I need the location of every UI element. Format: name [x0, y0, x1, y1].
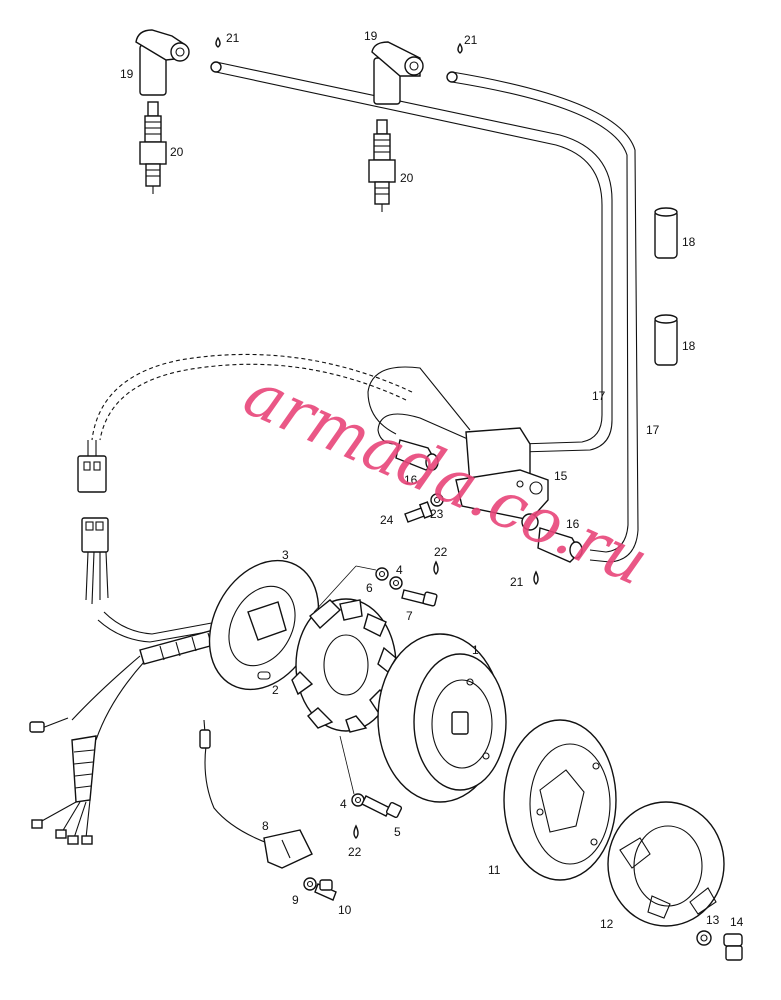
- callout-11: 11: [488, 863, 501, 877]
- callout-21-coil: 21: [510, 575, 524, 589]
- drop-21-left: [215, 36, 221, 48]
- bolt-7: [401, 589, 438, 607]
- callout-labels: 1 2 3 4 4 5 6 7 8 9 10 11 12 13 14 15 16…: [120, 29, 744, 931]
- connector-16-lower: [537, 527, 583, 563]
- callout-3: 3: [282, 548, 289, 562]
- callout-22-upper: 22: [434, 545, 448, 559]
- callout-8: 8: [262, 819, 269, 833]
- washer-13: [696, 930, 712, 946]
- callout-13: 13: [706, 913, 720, 927]
- screw-24: [404, 501, 434, 523]
- rotor-ring: [503, 719, 617, 881]
- callout-16-upper: 16: [404, 473, 418, 487]
- callout-16-lower: 16: [566, 517, 580, 531]
- callout-10: 10: [338, 903, 352, 917]
- spark-plug-cap-left: [135, 29, 190, 96]
- callout-14: 14: [730, 915, 744, 929]
- hv-lead-loop: [367, 366, 471, 445]
- screw-10: [314, 879, 337, 901]
- connector-16-upper: [395, 439, 439, 471]
- callout-17-left: 17: [592, 389, 606, 403]
- callout-5: 5: [394, 825, 401, 839]
- callout-12: 12: [600, 917, 614, 931]
- pickup-sensor: [199, 719, 313, 869]
- spark-plug-right: [368, 119, 396, 212]
- callout-19-right: 19: [364, 29, 378, 43]
- callout-21-right: 21: [464, 33, 478, 47]
- callout-1: 1: [472, 643, 479, 657]
- callout-18-upper: 18: [682, 235, 696, 249]
- drop-22-upper: [433, 560, 439, 575]
- callout-4-lower: 4: [340, 797, 347, 811]
- callout-9: 9: [292, 893, 299, 907]
- base-plate: [208, 559, 320, 691]
- washer-4-upper: [389, 576, 403, 590]
- leader-lines-stator: [313, 565, 377, 795]
- washer-6: [375, 567, 389, 581]
- callout-20-left: 20: [170, 145, 184, 159]
- hv-lead-right: [446, 71, 639, 563]
- sleeve-lower: [654, 314, 678, 366]
- sleeve-upper: [654, 207, 678, 259]
- hv-lead-left: [210, 61, 613, 453]
- washer-23: [430, 493, 444, 507]
- drop-21-coil: [533, 570, 539, 585]
- callout-23: 23: [430, 507, 444, 521]
- callout-24: 24: [380, 513, 394, 527]
- flywheel: [377, 633, 507, 803]
- callout-19-left: 19: [120, 67, 134, 81]
- callout-20-right: 20: [400, 171, 414, 185]
- spark-plug-cap-right: [371, 41, 424, 105]
- callout-2: 2: [272, 683, 279, 697]
- cover: [607, 801, 725, 927]
- callout-22-lower: 22: [348, 845, 362, 859]
- callout-4-upper: 4: [396, 563, 403, 577]
- drop-22-lower: [353, 824, 359, 839]
- callout-6: 6: [366, 581, 373, 595]
- callout-7: 7: [406, 609, 413, 623]
- spark-plug-left: [139, 101, 167, 194]
- screw-14: [723, 933, 743, 961]
- bolt-5: [361, 795, 403, 819]
- callout-15: 15: [554, 469, 568, 483]
- drop-21-right: [457, 42, 463, 54]
- washer-9: [303, 877, 317, 891]
- callout-21-left: 21: [226, 31, 240, 45]
- stator: [291, 598, 397, 733]
- ignition-coil: [455, 427, 549, 531]
- callout-17-right: 17: [646, 423, 660, 437]
- callout-18-lower: 18: [682, 339, 696, 353]
